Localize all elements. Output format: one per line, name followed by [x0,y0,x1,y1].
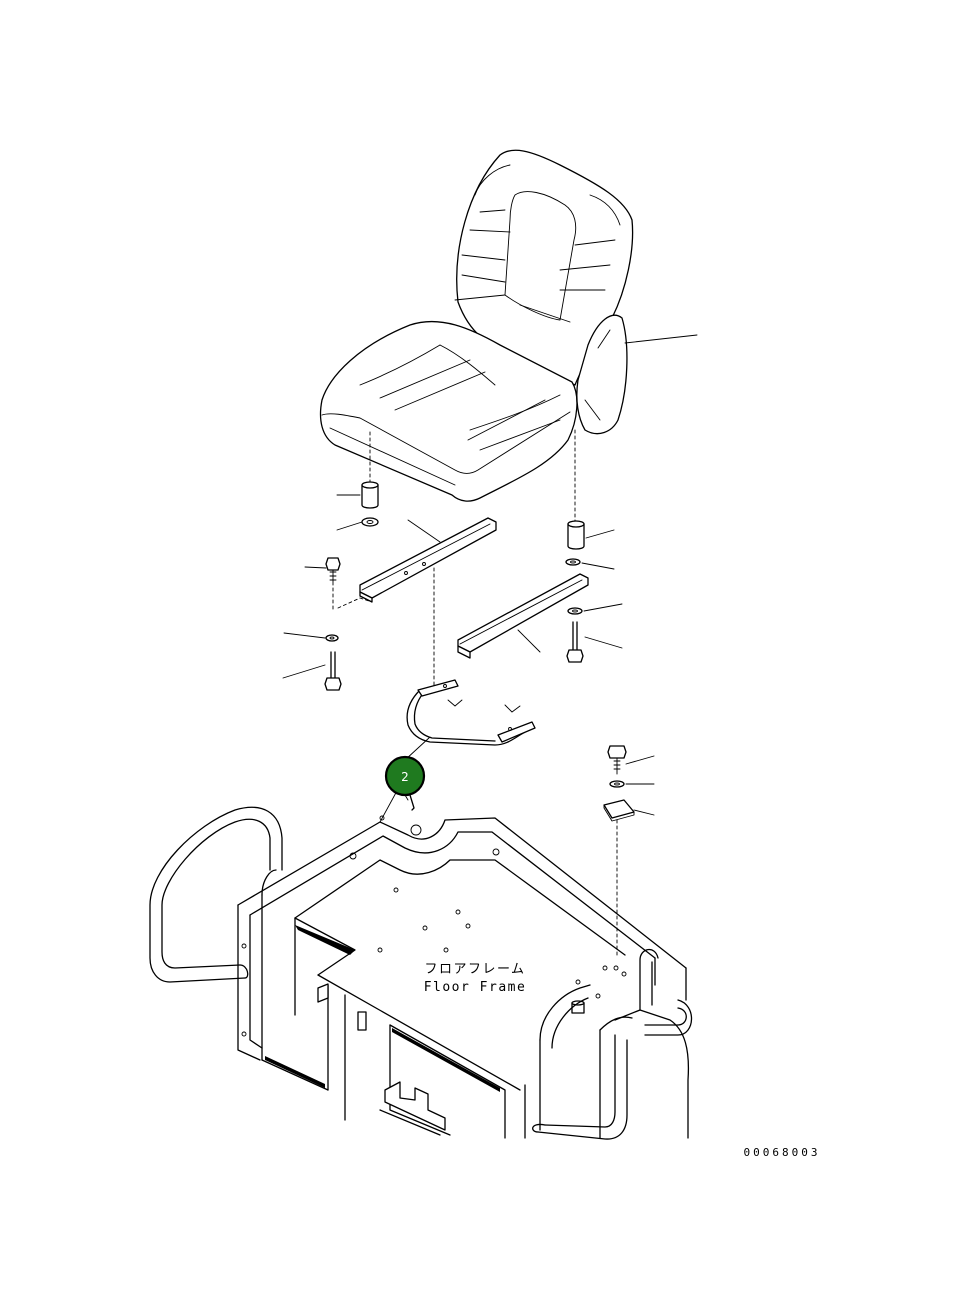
right-seat-rail [457,573,589,659]
clamp-plate [603,799,635,822]
right-washer-lower [567,607,583,615]
right-bolt [566,621,584,663]
callout-2-number: 2 [401,770,409,784]
seat-armrest [576,314,628,435]
left-seat-rail [359,517,497,603]
floor-frame-label-jp: フロアフレーム [424,962,525,977]
left-spacer [361,481,379,509]
seat-cushion [319,320,578,502]
left-washer [361,517,379,527]
floor-frame [237,815,690,1139]
left-bolt-upper [325,557,341,586]
right-spacer [567,520,585,550]
left-bolt-lower [324,651,342,691]
floor-frame-label-en: Floor Frame [424,980,527,995]
left-washer-lower [325,634,339,642]
callout-2-marker[interactable] [384,755,426,797]
seat [319,149,634,502]
drawing-number: 00068003 [744,1146,821,1159]
callout-2[interactable]: 2 [384,755,426,797]
left-handrail [149,806,283,983]
right-handrail [532,948,693,1140]
restraint-bar [406,679,536,746]
clamp-washer [609,780,625,788]
clamp-bolt [607,745,627,775]
right-washer-upper [565,558,581,566]
seat-backrest [456,149,634,386]
